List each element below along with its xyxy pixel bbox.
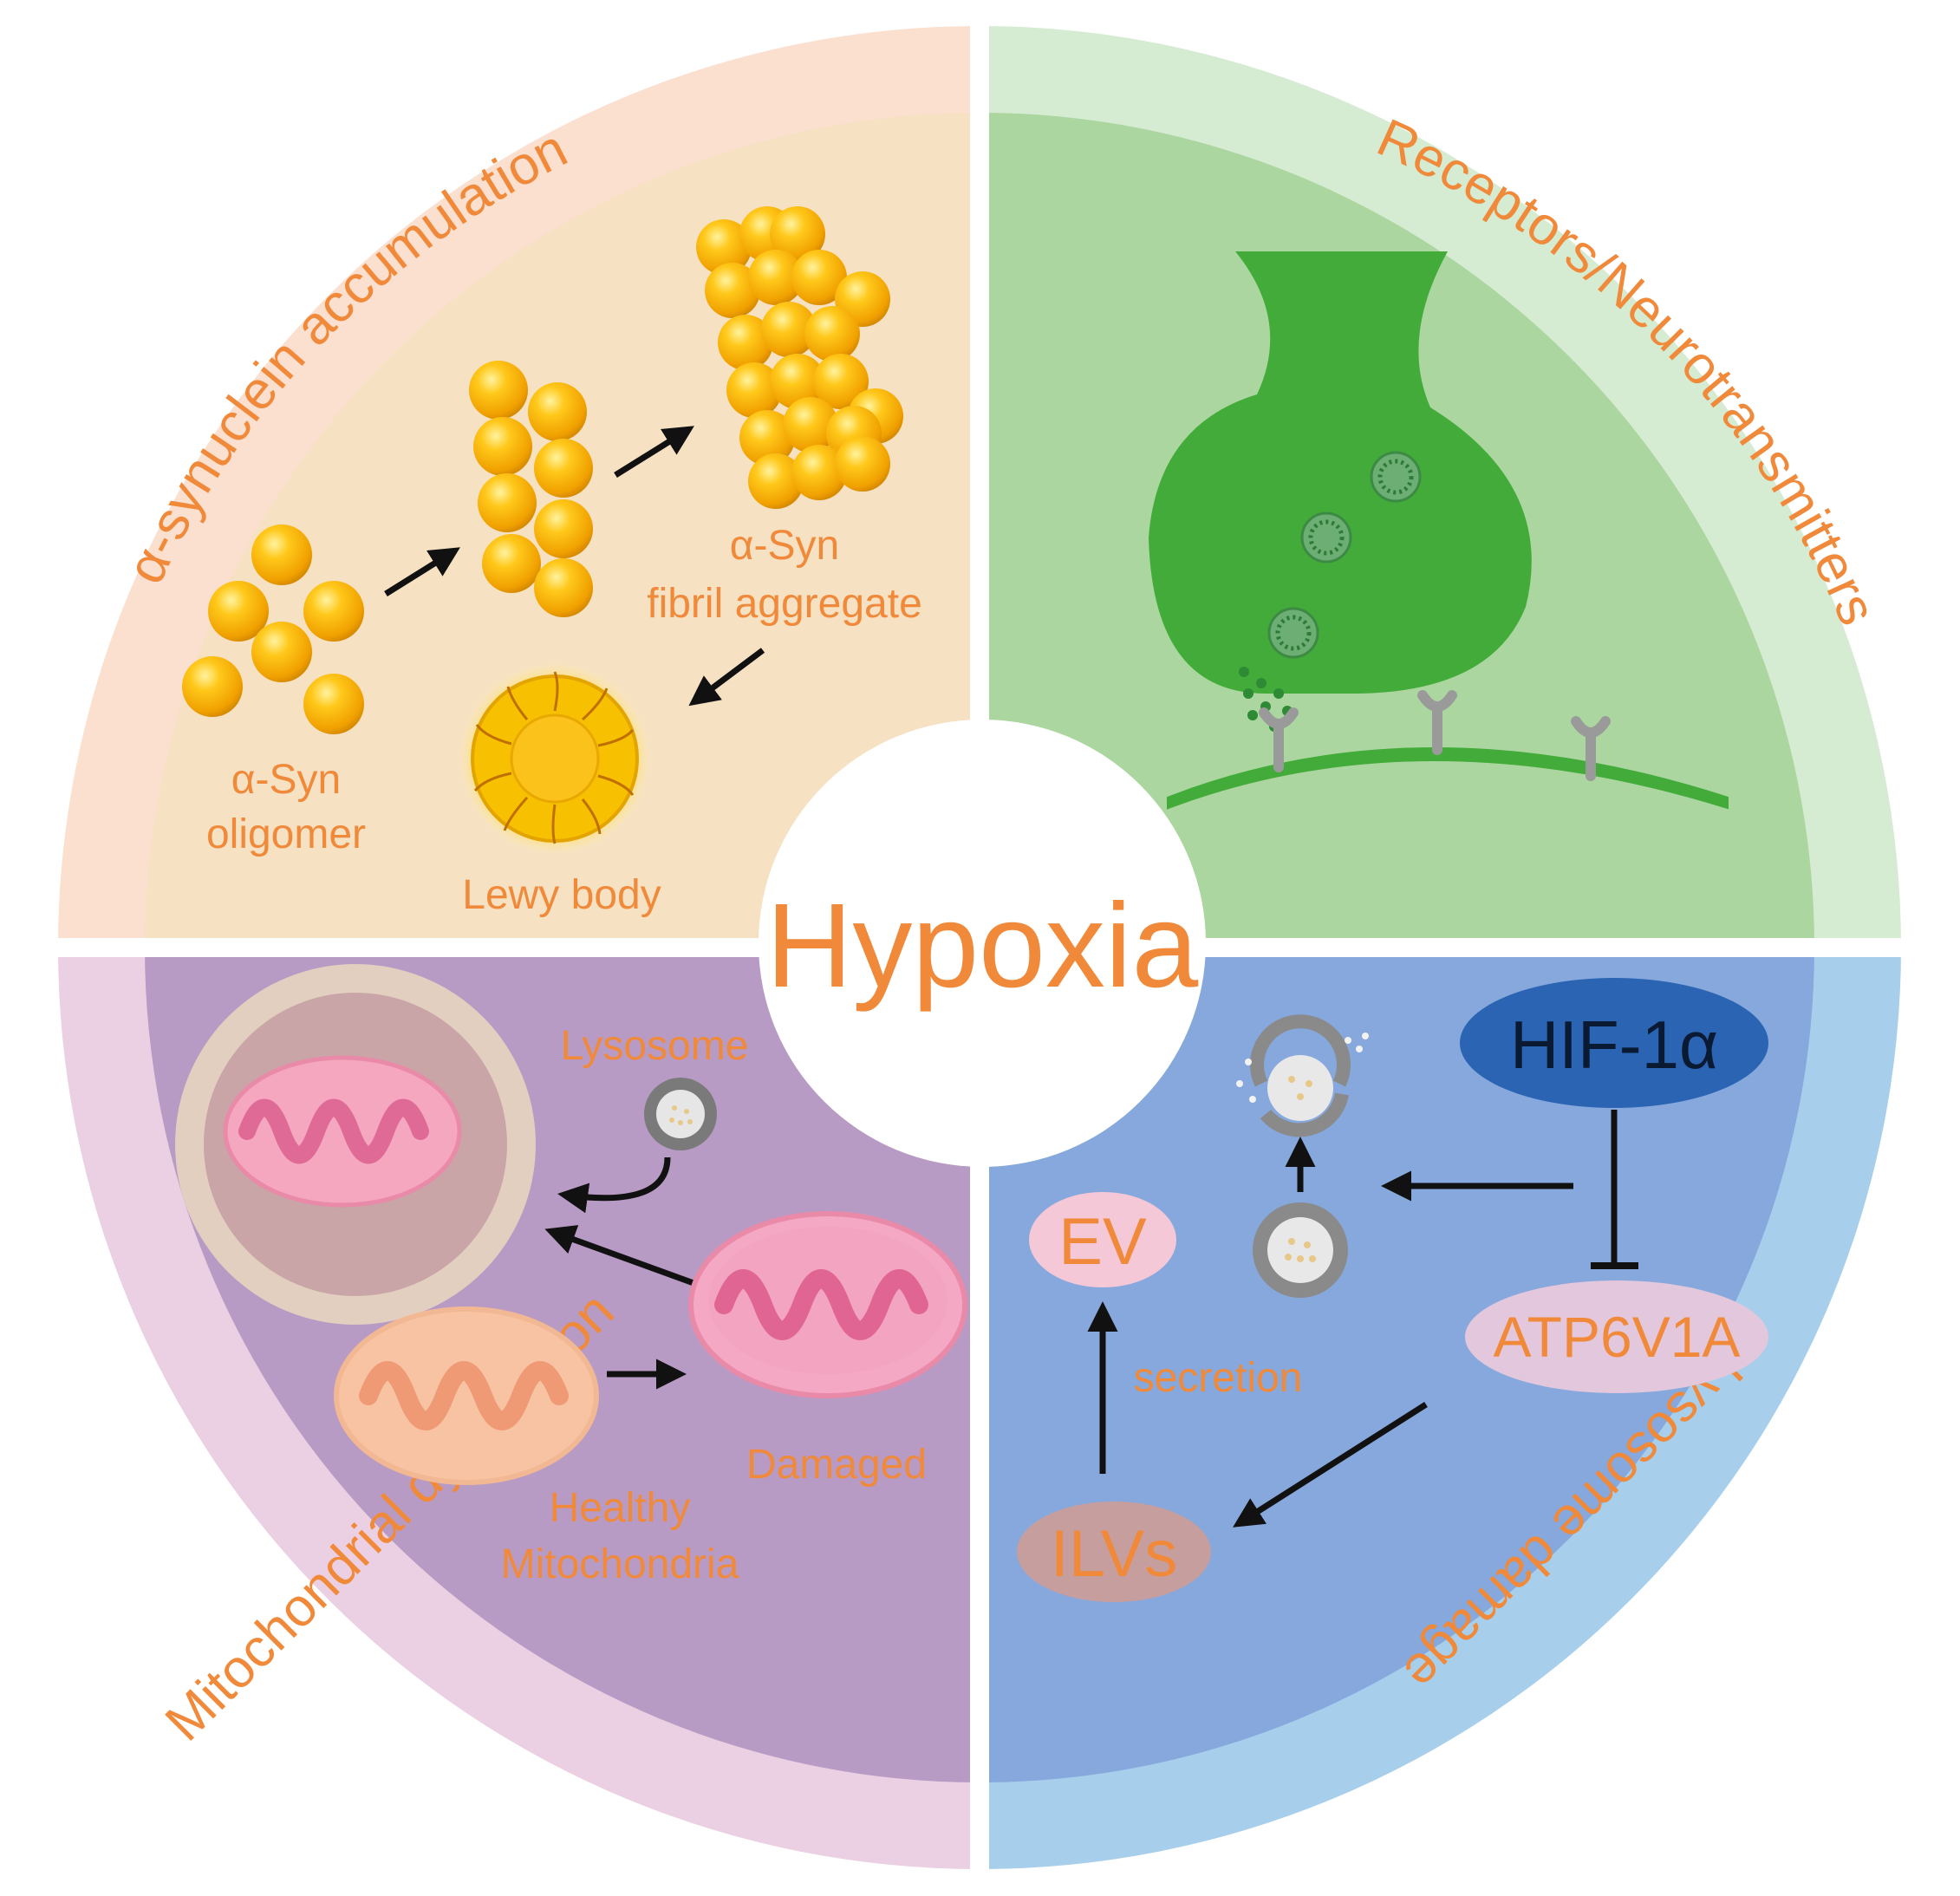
fibril-aggregate bbox=[696, 206, 903, 509]
label-lysosome: Lysosome bbox=[561, 1023, 749, 1069]
lewy-body-filaments bbox=[473, 671, 635, 844]
label-oligomer-line1: α-Syn bbox=[231, 757, 341, 803]
arrow-damaged-to-autophagosome bbox=[544, 1225, 695, 1287]
label-oligomer-line2: oligomer bbox=[206, 811, 366, 857]
mitochondrion-engulfed bbox=[223, 1055, 462, 1208]
center-circle bbox=[759, 720, 1206, 1167]
arrow-oligomer-to-intermediate bbox=[384, 547, 460, 596]
label-healthy-line2: Mitochondria bbox=[501, 1541, 739, 1587]
mitochondrion-damaged bbox=[688, 1211, 967, 1398]
oligomer-cluster bbox=[182, 524, 364, 734]
synaptic-vesicle bbox=[1267, 607, 1319, 659]
presynaptic-terminal bbox=[1149, 251, 1532, 694]
arrow-fibril-to-lewy bbox=[688, 648, 765, 707]
receptor bbox=[1417, 690, 1457, 755]
label-lewy-body: Lewy body bbox=[462, 872, 661, 918]
receptor bbox=[1571, 716, 1611, 781]
label-secretion: secretion bbox=[1134, 1355, 1303, 1401]
label-healthy-line1: Healthy bbox=[550, 1485, 691, 1531]
mitochondrion-healthy bbox=[334, 1306, 599, 1485]
postsynaptic-membrane bbox=[1167, 747, 1729, 810]
arrow-intermediate-to-fibril bbox=[614, 426, 694, 478]
ev-node bbox=[1029, 1192, 1176, 1287]
center-title: Hypoxia bbox=[766, 879, 1199, 1013]
label-ilvs: ILVs bbox=[1051, 1517, 1177, 1591]
arrow-atp6v1a-to-ilvs bbox=[1233, 1402, 1428, 1528]
label-fibril-line2: fibril aggregate bbox=[647, 581, 922, 627]
arrow-lysosome-to-autophagosome bbox=[557, 1156, 671, 1214]
lysosome-ruptured bbox=[1236, 1014, 1369, 1137]
ilvs-node bbox=[1017, 1502, 1211, 1602]
label-ev: EV bbox=[1058, 1205, 1147, 1279]
lysosome-intact bbox=[1253, 1202, 1348, 1298]
label-atp6v1a: ATP6V1A bbox=[1494, 1305, 1741, 1369]
receptor bbox=[1259, 707, 1299, 772]
atp6v1a-node bbox=[1465, 1280, 1768, 1393]
synaptic-vesicle bbox=[1370, 451, 1422, 503]
lysosome-small bbox=[644, 1078, 717, 1150]
label-damaged: Damaged bbox=[746, 1442, 927, 1488]
hif-1a-node bbox=[1460, 978, 1768, 1108]
lewy-body bbox=[458, 661, 652, 856]
synaptic-vesicle bbox=[1300, 511, 1352, 564]
label-fibril-line1: α-Syn bbox=[730, 523, 839, 569]
intermediate-aggregate bbox=[469, 361, 593, 617]
label-hif-1a: HIF-1α bbox=[1510, 1007, 1718, 1083]
